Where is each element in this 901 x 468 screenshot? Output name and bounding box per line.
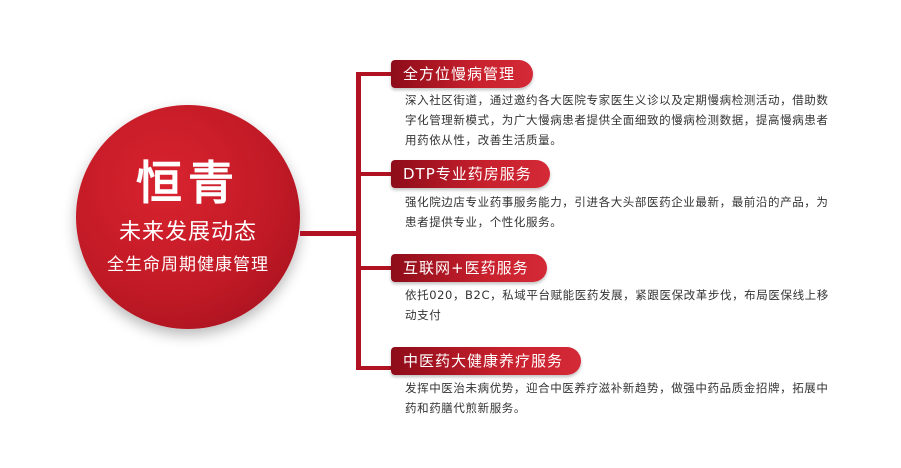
branch-title-2: DTP专业药房服务 — [391, 160, 550, 188]
branch-title-1: 全方位慢病管理 — [391, 60, 534, 88]
branch-line-1 — [356, 72, 394, 76]
center-title: 恒青 — [136, 156, 240, 211]
branch-title-3: 互联网+医药服务 — [391, 254, 547, 282]
branch-line-4 — [356, 366, 394, 370]
branch-line-3 — [356, 266, 394, 270]
center-tagline: 全生命周期健康管理 — [107, 254, 269, 275]
branch-description-1: 深入社区街道，通过邀约各大医院专家医生义诊以及定期慢病检测活动，借助数字化管理新… — [405, 93, 829, 147]
branch-title-4: 中医药大健康养疗服务 — [391, 347, 582, 375]
branch-description-2: 强化院边店专业药事服务能力，引进各大头部医药企业最新，最前沿的产品，为患者提供专… — [405, 195, 829, 229]
branch-description-4: 发挥中医治未病优势，迎合中医养疗滋补新趋势，做强中药品质金招牌，拓展中药和药膳代… — [405, 381, 829, 415]
center-subtitle: 未来发展动态 — [118, 219, 257, 245]
branch-description-3: 依托020，B2C，私域平台赋能医药发展，紧跟医保改革步伐，布局医保线上移动支付 — [405, 288, 829, 322]
center-connector-line — [300, 231, 358, 236]
vertical-trunk-line — [356, 72, 361, 370]
branch-line-2 — [356, 172, 394, 176]
center-circle: 恒青 未来发展动态 全生命周期健康管理 — [76, 105, 300, 329]
